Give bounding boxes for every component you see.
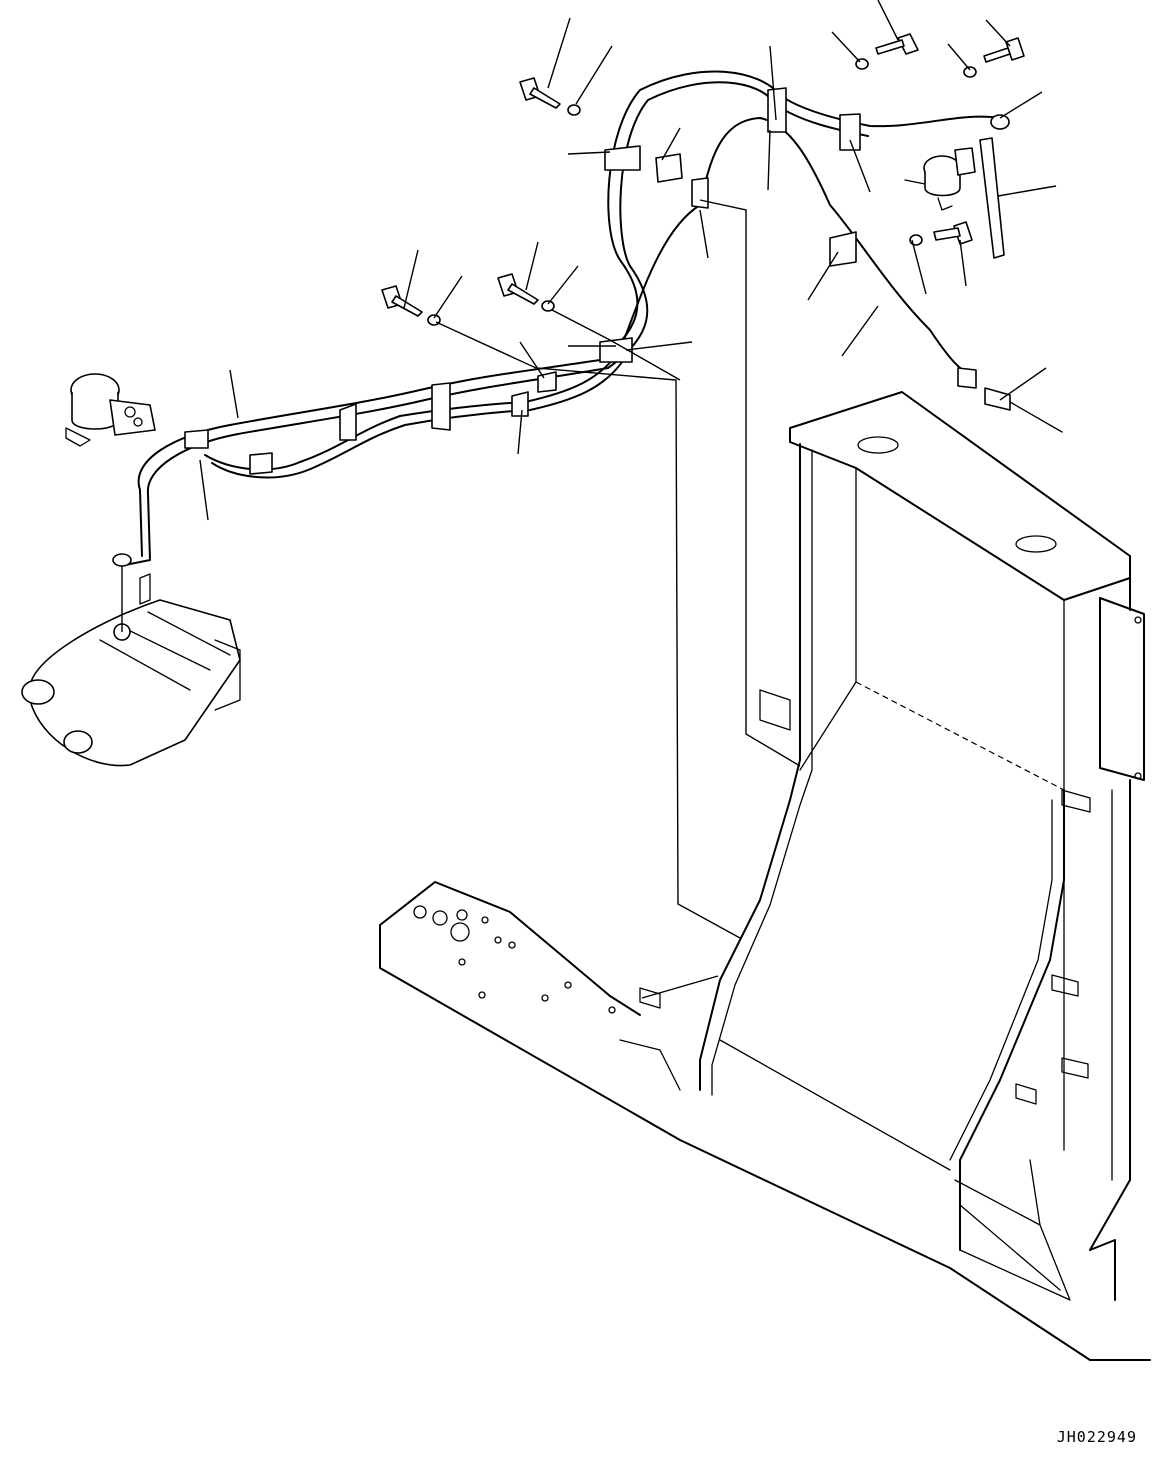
machine-frame — [379, 391, 1151, 1361]
wire-harness — [112, 70, 1063, 567]
leader-lines — [121, 0, 1057, 999]
alternator — [21, 573, 241, 767]
starter-relay — [65, 373, 156, 447]
bolts-and-washers — [381, 33, 1025, 326]
protective-tube — [979, 137, 1005, 259]
battery-relay — [904, 147, 976, 211]
drawing-number: JH022949 — [1056, 1428, 1137, 1446]
